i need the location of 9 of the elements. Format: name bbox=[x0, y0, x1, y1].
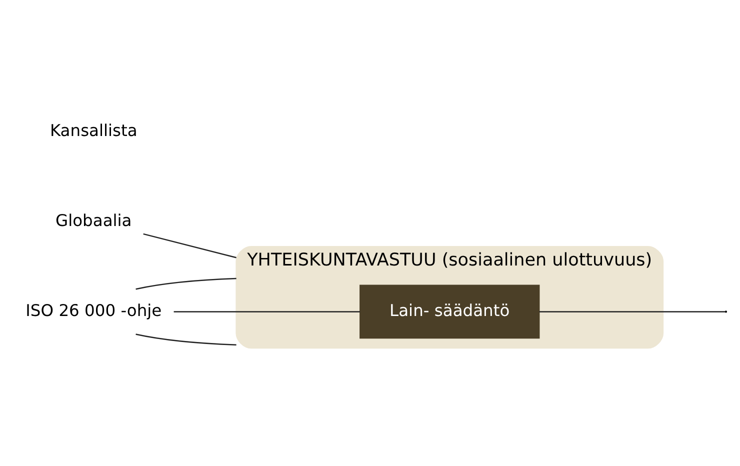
connector bbox=[143, 232, 236, 258]
connector bbox=[136, 333, 236, 345]
node-text: Globaalia bbox=[56, 210, 132, 230]
connector bbox=[136, 277, 236, 290]
node-text: ISO 26 000 -ohje bbox=[26, 300, 162, 320]
node-box: Lain- säädäntö bbox=[360, 284, 540, 338]
label: Kansallista bbox=[50, 120, 138, 140]
connector bbox=[174, 310, 360, 312]
connector bbox=[539, 310, 726, 312]
